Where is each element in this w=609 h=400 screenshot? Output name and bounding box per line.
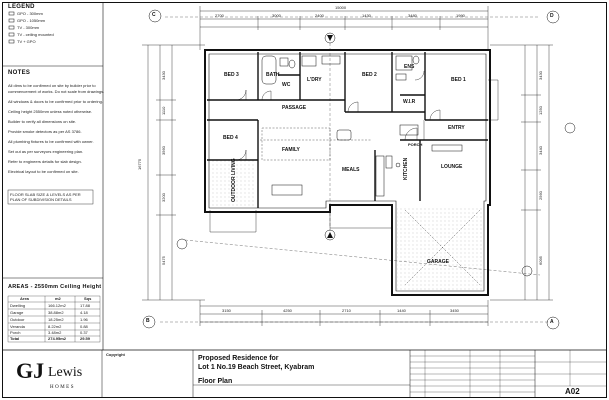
dimension-top: 2700 xyxy=(215,13,224,18)
room-label-wc: WC xyxy=(282,82,291,88)
room-label-wir: W.I.R xyxy=(403,99,416,105)
dimension-top: 3480 xyxy=(408,13,417,18)
company-logo-sub: HOMES xyxy=(50,385,76,390)
room-label-kitchen: KITCHEN xyxy=(403,157,409,180)
dimension-bottom: 1440 xyxy=(397,308,406,313)
dimension-bottom: 4250 xyxy=(283,308,292,313)
dimension-left: 3200 xyxy=(161,193,166,202)
room-label-entry: ENTRY xyxy=(448,125,465,131)
areas-cell: 8.22m2 xyxy=(48,324,62,329)
note-line: Electrical layout to be confirmed on sit… xyxy=(8,169,79,174)
areas-cell: 274.95m2 xyxy=(48,336,67,341)
room-label-bed2: BED 2 xyxy=(362,72,377,78)
note-line: Ceiling height 2550mm unless noted other… xyxy=(8,109,93,114)
dimension-overall-side: 16775 xyxy=(137,158,142,170)
areas-cell: 0.88 xyxy=(80,324,88,329)
areas-cell: Outdoor xyxy=(10,317,25,322)
notes-heading: NOTES xyxy=(8,70,31,76)
room-label-bed4: BED 4 xyxy=(223,135,238,141)
dimension-right: 6095 xyxy=(538,256,543,265)
areas-col-header: Area xyxy=(20,296,29,301)
room-label-family: FAMILY xyxy=(282,147,300,153)
room-label-bed1: BED 1 xyxy=(451,77,466,83)
legend-item: TV - ceiling mounted xyxy=(17,32,54,37)
room-label-meals: MEALS xyxy=(342,167,360,173)
dimension-right: 3430 xyxy=(538,71,543,80)
legend-item: GPO - 1050mm xyxy=(17,18,46,23)
areas-cell: Garage xyxy=(10,310,24,315)
areas-cell: 4.18 xyxy=(80,310,88,315)
areas-cell: 3.48m2 xyxy=(48,330,62,335)
areas-col-header: m2 xyxy=(55,296,61,301)
company-logo-initials: GJ xyxy=(16,358,45,383)
note-line: Set out as per surveyors engineering pla… xyxy=(8,149,84,154)
copyright-heading: Copyright xyxy=(106,352,125,357)
room-label-porch: PORCH xyxy=(408,142,423,147)
sheet-number: A02 xyxy=(565,387,580,396)
dimension-top: 2400 xyxy=(315,13,324,18)
room-label-ens: ENS xyxy=(404,64,415,70)
areas-cell: Total xyxy=(10,336,20,341)
grid-marker-d: D xyxy=(550,13,554,19)
dimension-left: 1110 xyxy=(161,106,166,115)
room-label-bed3: BED 3 xyxy=(224,72,239,78)
note-line: Provide smoke detectors as per AS 3786. xyxy=(8,129,82,134)
room-label-outdoor: OUTDOOR LIVING xyxy=(231,158,237,202)
dimension-overall-top: 15000 xyxy=(335,5,347,10)
areas-cell: 0.37 xyxy=(80,330,88,335)
note-line: All dims to be confirmed on site by buil… xyxy=(8,83,96,88)
areas-heading: AREAS - 2550mm Ceiling Height xyxy=(8,284,102,290)
areas-cell: Veranda xyxy=(10,324,25,329)
note-line: All plumbing fixtures to be confirmed wi… xyxy=(8,139,94,144)
areas-cell: Dwelling xyxy=(10,303,26,308)
note-line: All windows & doors to be confirmed prio… xyxy=(8,99,103,104)
areas-cell: 29.59 xyxy=(80,336,91,341)
legend-item: TV + GPO xyxy=(17,39,36,44)
legend-heading: LEGEND xyxy=(8,4,35,10)
project-title-line1: Proposed Residence for xyxy=(198,355,279,362)
areas-cell: 17.88 xyxy=(80,303,91,308)
slab-note: FLOOR SLAB SIZE & LEVELS AS PER xyxy=(10,192,81,197)
areas-col-header: Sqs xyxy=(84,296,92,301)
areas-cell: 1.96 xyxy=(80,317,88,322)
dimension-bottom: 2710 xyxy=(342,308,351,313)
dimension-right: 1250 xyxy=(538,106,543,115)
grid-marker-c: C xyxy=(152,12,156,18)
areas-cell: 38.88m2 xyxy=(48,310,64,315)
project-title-line2: Lot 1 No.19 Beach Street, Kyabram xyxy=(198,364,315,371)
dimension-left: 5475 xyxy=(161,256,166,265)
dimension-bottom: 3450 xyxy=(450,308,459,313)
dimension-top: 1990 xyxy=(456,13,465,18)
grid-marker-b: B xyxy=(146,318,150,324)
dimension-right: 3440 xyxy=(538,146,543,155)
slab-note: PLAN OF SUBDIVISION DETAILS xyxy=(10,197,72,202)
note-line: Builder to verify all dimensions on site… xyxy=(8,119,77,124)
room-label-passage: PASSAGE xyxy=(282,105,307,111)
dimension-right: 2560 xyxy=(538,191,543,200)
dimension-left: 3560 xyxy=(161,146,166,155)
company-logo-name: Lewis xyxy=(48,365,83,380)
areas-cell: 166.12m2 xyxy=(48,303,66,308)
areas-cell: 18.25m2 xyxy=(48,317,64,322)
dimension-top: 3000 xyxy=(272,13,281,18)
note-line: Refer to engineers details for slab desi… xyxy=(8,159,82,164)
room-label-bath: BATH xyxy=(266,72,280,78)
room-label-ldry: L'DRY xyxy=(307,77,322,83)
dimension-bottom: 3150 xyxy=(222,308,231,313)
legend-item: GPO - 300mm xyxy=(17,11,43,16)
dimension-top: 1430 xyxy=(362,13,371,18)
room-label-lounge: LOUNGE xyxy=(441,164,463,170)
drawing-title: Floor Plan xyxy=(198,378,233,385)
dimension-left: 3430 xyxy=(161,71,166,80)
areas-cell: Porch xyxy=(10,330,21,335)
note-line: commencement of works. Do not scale from… xyxy=(8,89,105,94)
room-label-garage: GARAGE xyxy=(427,259,449,265)
legend-item: TV - 300mm xyxy=(17,25,40,30)
grid-marker-a: A xyxy=(550,319,554,325)
